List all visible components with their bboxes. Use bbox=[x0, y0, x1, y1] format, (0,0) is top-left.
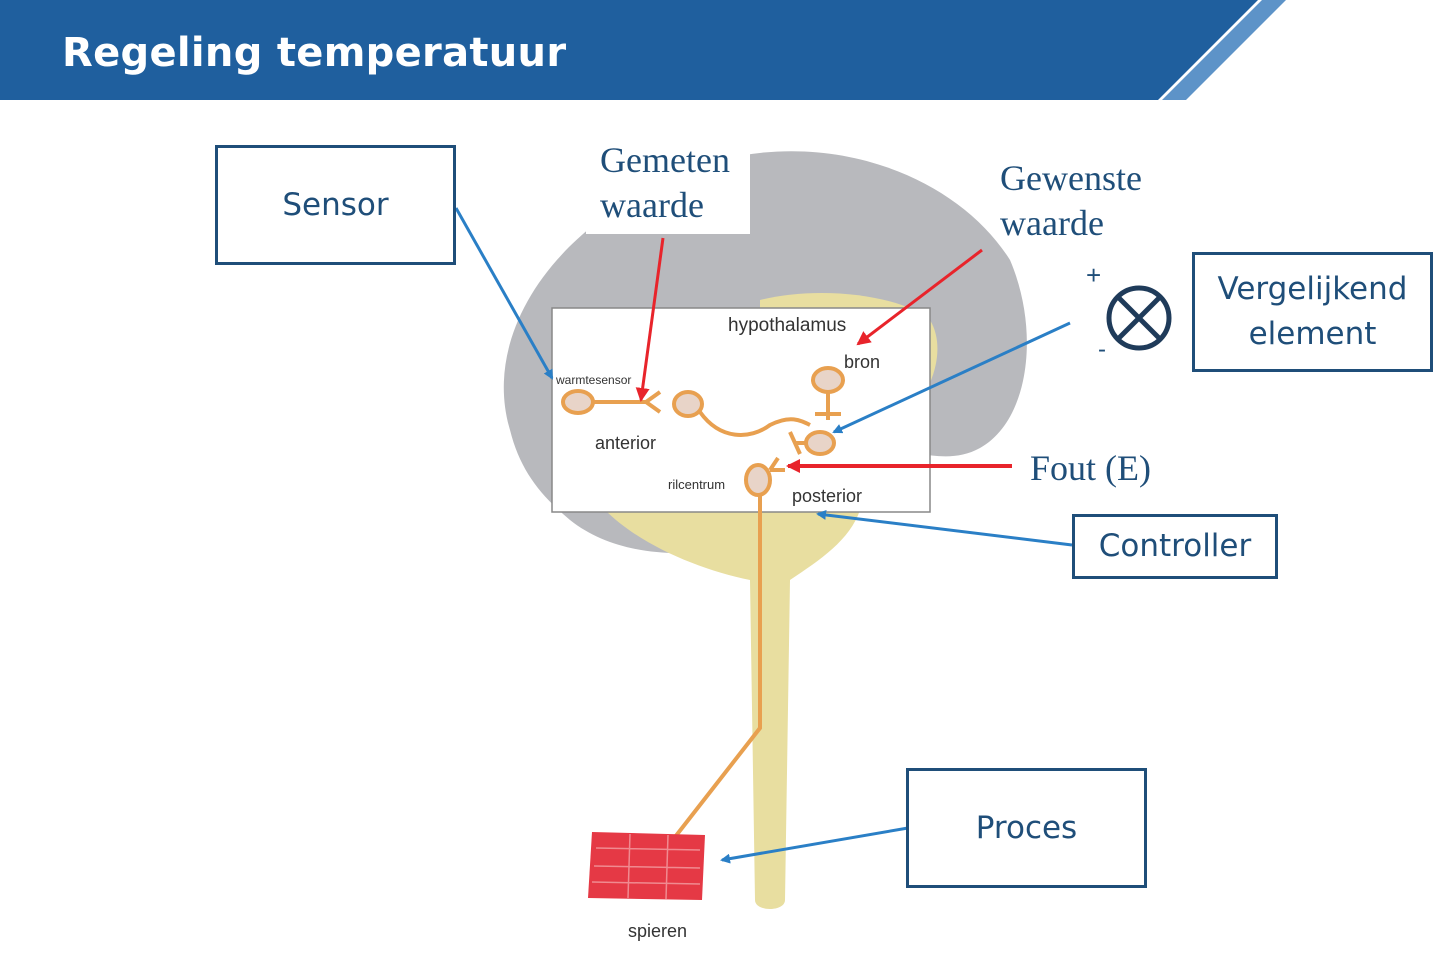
arrow-vergelijkend bbox=[832, 321, 1071, 434]
header-stripe bbox=[1162, 0, 1286, 100]
neuron-center bbox=[788, 430, 836, 456]
arrow-gewenste bbox=[856, 248, 983, 346]
minus-sign: - bbox=[1098, 336, 1106, 363]
sensor-box: Sensor bbox=[215, 145, 456, 265]
comparator-symbol bbox=[1106, 285, 1172, 351]
gemeten-line-2: waarde bbox=[600, 185, 704, 225]
motor-axon bbox=[666, 495, 762, 848]
label-posterior: posterior bbox=[792, 486, 862, 506]
plus-sign: + bbox=[1086, 260, 1102, 290]
neuron-anterior bbox=[672, 390, 811, 437]
label-bron: bron bbox=[844, 352, 880, 372]
controller-box: Controller bbox=[1072, 514, 1278, 579]
label-warmtesensor: warmtesensor bbox=[555, 373, 631, 387]
slide-title: Regeling temperatuur bbox=[62, 30, 567, 76]
label-hypothalamus: hypothalamus bbox=[728, 315, 846, 336]
inset-panel bbox=[551, 307, 931, 513]
neuron-bron bbox=[811, 366, 845, 420]
fout-label: Fout (E) bbox=[1030, 448, 1151, 488]
header-banner bbox=[0, 0, 1286, 100]
label-anterior: anterior bbox=[595, 433, 656, 453]
gemeten-waarde-label: Gemeten waarde bbox=[586, 140, 750, 234]
vergelijkend-line-1: Vergelijkend bbox=[1217, 271, 1408, 307]
gewenste-line-2: waarde bbox=[1000, 203, 1104, 243]
gewenste-line-1: Gewenste bbox=[1000, 158, 1142, 198]
arrow-proces bbox=[720, 826, 909, 864]
muscle-spieren bbox=[588, 832, 705, 900]
sensor-label: Sensor bbox=[282, 186, 389, 223]
arrow-gemeten bbox=[635, 237, 665, 402]
proces-label: Proces bbox=[975, 809, 1078, 846]
neuron-rilcentrum bbox=[744, 456, 785, 497]
neuron-warmtesensor bbox=[561, 389, 662, 415]
arrow-controller bbox=[816, 510, 1073, 547]
header-bar bbox=[0, 0, 1258, 100]
gemeten-line-1: Gemeten bbox=[600, 140, 730, 180]
controller-label: Controller bbox=[1098, 528, 1252, 564]
vergelijkend-line-2: element bbox=[1248, 316, 1377, 352]
label-rilcentrum: rilcentrum bbox=[668, 477, 725, 492]
proces-box: Proces bbox=[906, 768, 1147, 888]
label-spieren: spieren bbox=[628, 921, 687, 941]
arrow-sensor bbox=[454, 207, 554, 380]
vergelijkend-element-box: Vergelijkend element bbox=[1192, 252, 1433, 372]
